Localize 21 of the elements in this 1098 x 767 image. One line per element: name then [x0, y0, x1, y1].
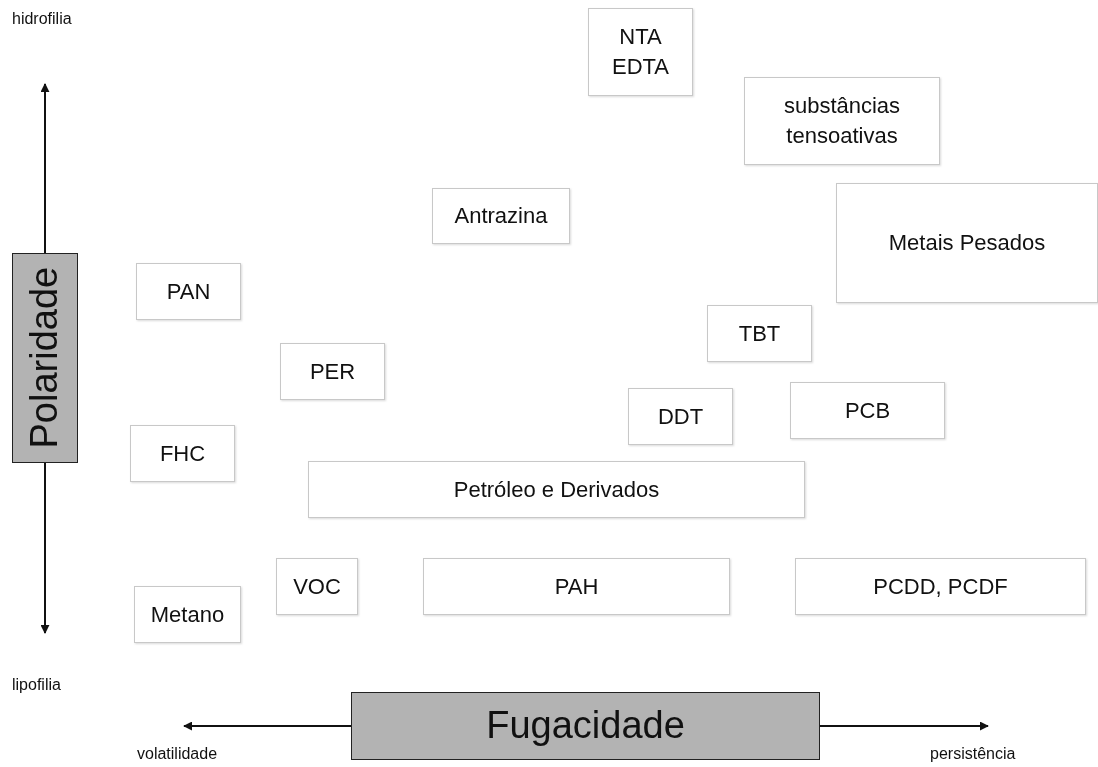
axis-end-label: volatilidade — [137, 745, 218, 763]
substance-box: substâncias tensoativas — [744, 77, 940, 165]
substance-box: FHC — [130, 425, 235, 482]
axis-end-label: hidrofilia — [12, 10, 72, 28]
substance-box: NTA EDTA — [588, 8, 693, 96]
axis-title-box: Fugacidade — [351, 692, 820, 760]
substance-box: DDT — [628, 388, 733, 445]
axis-end-label: persistência — [930, 745, 1016, 763]
substance-box: Metais Pesados — [836, 183, 1098, 303]
substance-box: PCDD, PCDF — [795, 558, 1086, 615]
substance-box: PAH — [423, 558, 730, 615]
substance-box: PAN — [136, 263, 241, 320]
substance-box: Metano — [134, 586, 241, 643]
axis-title-box: Polaridade — [12, 253, 78, 463]
substance-box: Antrazina — [432, 188, 570, 244]
substance-box: PER — [280, 343, 385, 400]
substance-box: Petróleo e Derivados — [308, 461, 805, 518]
substance-box: PCB — [790, 382, 945, 439]
substance-box: VOC — [276, 558, 358, 615]
substance-box: TBT — [707, 305, 812, 362]
axis-end-label: lipofilia — [12, 676, 61, 694]
